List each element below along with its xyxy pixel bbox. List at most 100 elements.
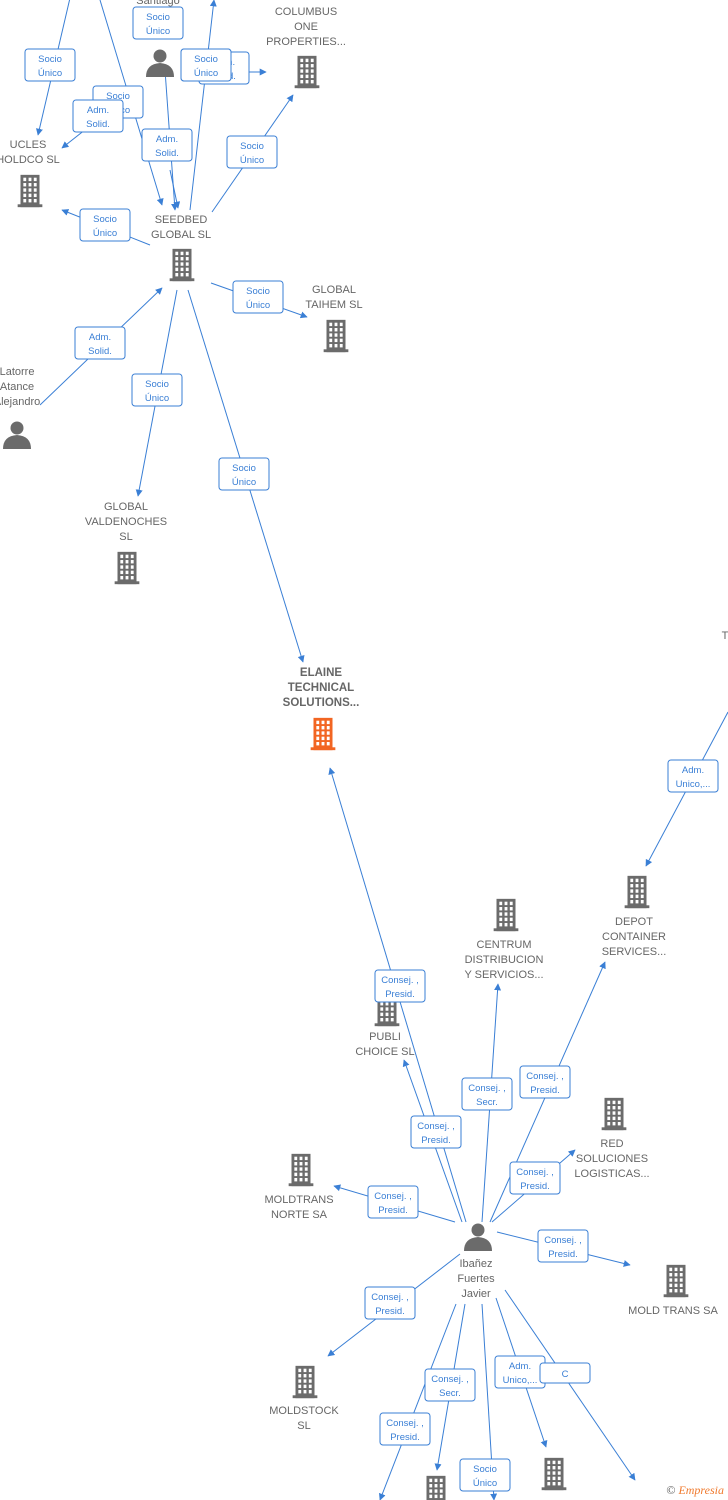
badge-label: Presid. (530, 1085, 560, 1096)
node-label-line: NORTE SA (271, 1209, 328, 1221)
edge-badge[interactable]: Adm.Unico,... (667, 759, 719, 793)
person-icon (146, 49, 174, 77)
badge-box (461, 1077, 513, 1111)
badge-label: Socio (232, 463, 256, 474)
edge-badge[interactable]: Adm. Solid. (74, 326, 126, 360)
edge-badge[interactable]: Consej. , Presid. (509, 1161, 561, 1195)
edge-badge[interactable]: Consej. , Presid. (364, 1286, 416, 1320)
building-icon (292, 1365, 318, 1399)
badge-box (539, 1362, 591, 1384)
node-label-line: DISTRIBUCION (465, 954, 544, 966)
badge-label: Solid. (88, 346, 112, 357)
building-icon (114, 551, 140, 585)
edge-badge[interactable]: Consej. ,Presid. (537, 1229, 589, 1263)
node-moldtrans[interactable]: MOLD TRANS SA (628, 1264, 718, 1317)
edge-badge[interactable]: Consej. ,Presid. (410, 1115, 462, 1149)
badge-label: Consej. , (526, 1071, 564, 1082)
edge-badge[interactable]: Consej. ,Secr. (424, 1368, 476, 1402)
edge-badge[interactable]: Consej. ,Presid. (374, 969, 426, 1003)
node-label-line: DEPOT (615, 916, 653, 928)
edge-badge[interactable]: Consej. , Presid. (519, 1065, 571, 1099)
node-label-line: UCLES (10, 139, 47, 151)
badge-label: Socio (473, 1464, 497, 1475)
badge-label: Presid. (375, 1306, 405, 1317)
edge-badge[interactable]: Consej. ,Secr. (461, 1077, 513, 1111)
badge-label: Consej. , (516, 1167, 554, 1178)
badge-box (132, 6, 184, 40)
badge-label: Único (246, 300, 270, 311)
node-b-bottom1[interactable] (424, 1475, 449, 1500)
badge-box (537, 1229, 589, 1263)
node-label-line: CONTAINER (602, 931, 666, 943)
node-latorre[interactable]: LatorreAtanceAlejandro (0, 366, 40, 449)
badge-label: Secr. (476, 1097, 498, 1108)
badge-label: Socio (38, 54, 62, 65)
node-label-line: SEEDBED (155, 214, 208, 226)
empresia-logo[interactable]: Empresia (678, 1483, 724, 1497)
edge-badge[interactable]: Consej. ,Presid. (367, 1185, 419, 1219)
badge-box (459, 1458, 511, 1492)
badge-label: Presid. (548, 1249, 578, 1260)
badge-label: Consej. , (386, 1418, 424, 1429)
badge-label: Solid. (86, 119, 110, 130)
badge-box (374, 969, 426, 1003)
badge-label: Adm. (509, 1361, 531, 1372)
edge-badge[interactable]: C (539, 1362, 591, 1384)
node-label-line: COLUMBUS (275, 6, 337, 18)
badge-box (232, 280, 284, 314)
badge-label: Presid. (520, 1181, 550, 1192)
badges-layer: SocioÚnicoSocioÚnicoAdm.Solid.SocioÚnico… (24, 6, 719, 1492)
badge-box (509, 1161, 561, 1195)
building-icon (493, 898, 519, 932)
badge-label: Consej. , (371, 1292, 409, 1303)
edge-badge[interactable]: Adm.Solid. (72, 99, 124, 133)
node-label: Santiago (136, 0, 179, 7)
edge-badge[interactable]: Consej. ,Presid. (379, 1412, 431, 1446)
badge-label: Secr. (439, 1388, 461, 1399)
node-label-line: SL (119, 531, 132, 543)
badge-label: C (562, 1369, 569, 1380)
badge-label: Consej. , (417, 1121, 455, 1132)
node-label-line: Alejandro (0, 396, 40, 408)
node-t-right[interactable]: T (722, 630, 728, 642)
badge-label: Adm. (89, 332, 111, 343)
node-b-bottom2[interactable] (541, 1457, 567, 1491)
node-santiago[interactable]: Santiago (136, 0, 180, 77)
edge-badge[interactable]: Adm.Solid. (141, 128, 193, 162)
edge-badge[interactable]: Adm.Unico,... (494, 1355, 546, 1389)
node-label-line: ONE (294, 21, 318, 33)
badge-box (667, 759, 719, 793)
node-label-line: Santiago (136, 0, 179, 7)
badge-label: Socio (106, 91, 130, 102)
edges-layer (36, 0, 728, 1500)
badge-label: Unico,... (676, 779, 711, 790)
